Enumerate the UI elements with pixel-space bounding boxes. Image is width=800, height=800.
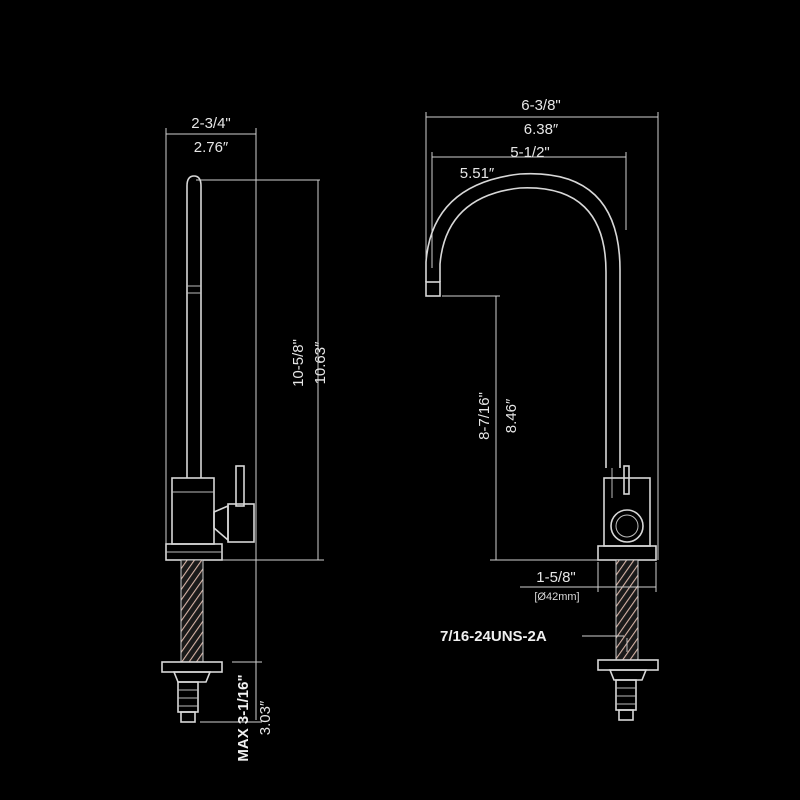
- right-total-reach-dimension: 6-3/8" 6.38″: [425, 97, 659, 560]
- left-max-frac-label: MAX 3-1/16": [235, 674, 252, 761]
- right-total-reach-frac-label: 6-3/8": [521, 97, 561, 114]
- right-base-dimension: 1-5/8" [Ø42mm]: [520, 562, 657, 603]
- left-faucet-body: [161, 175, 255, 723]
- right-view: 6-3/8" 6.38″ 5-1/2" 5.51″: [425, 97, 659, 721]
- right-spout-height-frac-label: 8-7/16": [476, 392, 493, 440]
- right-faucet-body: [425, 172, 659, 721]
- right-total-reach-dec-label: 6.38″: [524, 121, 559, 138]
- left-max-dimension: MAX 3-1/16" 3.03″: [200, 570, 274, 762]
- left-max-dec-label: 3.03″: [257, 700, 274, 735]
- right-spout-height-dec-label: 8.46″: [503, 398, 520, 433]
- right-spout-height-dimension: 8-7/16" 8.46″: [442, 295, 600, 561]
- left-height-frac-label: 10-5/8": [290, 339, 307, 387]
- right-base-frac-label: 1-5/8": [536, 569, 576, 586]
- right-base-mm-label: [Ø42mm]: [534, 591, 579, 603]
- left-view: 2-3/4" 2.76″ 10-5/8" 10.63″: [161, 115, 329, 762]
- left-width-dec-label: 2.76″: [194, 139, 229, 156]
- right-reach-dec-label: 5.51″: [460, 165, 495, 182]
- right-thread-callout: 7/16-24UNS-2A: [440, 628, 624, 645]
- left-width-dimension: 2-3/4" 2.76″: [165, 115, 257, 570]
- right-thread-label: 7/16-24UNS-2A: [440, 628, 547, 645]
- right-reach-frac-label: 5-1/2": [510, 144, 550, 161]
- left-height-dec-label: 10.63″: [312, 341, 329, 385]
- left-width-frac-label: 2-3/4": [191, 115, 231, 132]
- left-height-dimension: 10-5/8" 10.63″: [196, 179, 329, 561]
- right-reach-dimension: 5-1/2" 5.51″: [431, 144, 627, 268]
